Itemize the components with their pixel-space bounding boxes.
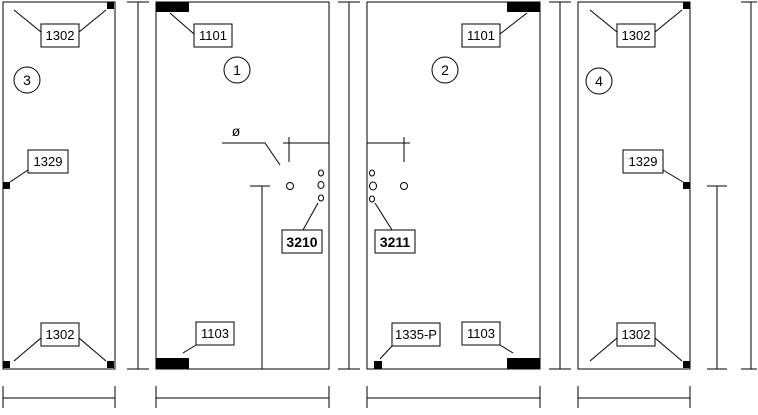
- panel-4-label-top: 1302: [622, 28, 651, 43]
- panel-2-bottom-hinge-plate: [507, 358, 540, 369]
- panel-2-leader-bottom-left: [379, 345, 393, 360]
- panel-1-hole-small-top: [318, 169, 324, 177]
- panel-4-leader-bottom-right: [654, 337, 683, 362]
- panel-1-label-box-top: [193, 23, 233, 48]
- panel-2-code-leader: [374, 202, 393, 231]
- panel-3-label-bottom: 1302: [46, 327, 75, 342]
- panel-4-marker: 4: [595, 73, 603, 89]
- panel-4-leader-middle: [662, 169, 684, 183]
- height-dimension-2: [338, 1, 360, 370]
- panel-1-code-box: [281, 229, 323, 254]
- panel-1-leader-bottom: [182, 344, 197, 354]
- panel-1-marker-circle: [223, 56, 251, 84]
- panel-1-top-hinge-plate: [156, 2, 189, 12]
- panel-3-label-middle: 1329: [34, 154, 63, 169]
- panel-4-label-box-middle: [622, 149, 664, 174]
- panel-3-leader-middle: [9, 169, 29, 183]
- panel-3-leader-top-left: [13, 9, 42, 33]
- panel-1-bottom-hinge-plate: [156, 358, 189, 369]
- panel-2-hole-small-top: [369, 169, 375, 177]
- panel-1-hole-small-middle: [317, 181, 325, 189]
- panel-1-label-bottom: 1103: [201, 326, 229, 341]
- height-dimension-1: [127, 1, 149, 370]
- height-dimension-4: [741, 1, 757, 370]
- panel-4-corner-fitting-bottom-right: [683, 361, 690, 368]
- panel-1-marker: 1: [233, 62, 241, 78]
- panel-3-outline: [2, 1, 116, 370]
- panel-4-leader-top-left: [589, 9, 618, 33]
- panel-2-label-box-bottom-right: [461, 321, 501, 346]
- panel-3-hinge-fitting: [3, 182, 10, 189]
- panel-2-leader-top: [499, 12, 528, 35]
- panel-4-hinge-height-dimension: [707, 185, 727, 370]
- panel-3-corner-fitting-top: [107, 2, 114, 9]
- panel-2-label-box-top: [461, 23, 501, 48]
- panel-4: 1302 4 1329 1302: [577, 1, 691, 408]
- panel-4-corner-fitting-top-right: [683, 2, 690, 9]
- panel-1-code: 3210: [286, 234, 317, 250]
- panel-1: 1101 1 ø 3210 1103: [155, 1, 330, 408]
- panel-1-diameter-symbol: ø: [232, 123, 241, 139]
- height-dimension-3: [549, 1, 571, 370]
- panel-4-label-box-top: [616, 23, 656, 48]
- panel-2-marker-circle: [431, 56, 459, 84]
- panel-2-hole-small-middle: [369, 181, 377, 191]
- panel-3-label-top: 1302: [46, 28, 75, 43]
- panel-2-code: 3211: [380, 234, 411, 250]
- panel-4-label-bottom: 1302: [622, 327, 651, 342]
- panel-2-hole-large: [400, 182, 408, 190]
- panel-3-label-box-middle: [27, 149, 69, 174]
- panel-2-label-bottom-left: 1335-P: [395, 327, 437, 342]
- panel-2-label-box-bottom-left: [391, 322, 441, 347]
- panel-4-leader-top-right: [654, 9, 683, 33]
- panel-3-corner-fitting-bottom-right: [107, 361, 114, 368]
- panel-1-code-leader: [302, 202, 319, 231]
- panel-4-label-middle: 1329: [629, 154, 658, 169]
- panel-3: 1302 3 1329 1302: [2, 1, 116, 408]
- panel-2-code-box: [374, 229, 416, 254]
- panel-2-bottom-fitting: [374, 361, 382, 369]
- panel-1-label-top: 1101: [199, 28, 227, 43]
- panel-3-marker-circle: [13, 66, 41, 94]
- panel-2-marker: 2: [441, 62, 449, 78]
- panel-1-hole-small-bottom: [318, 194, 324, 202]
- panel-2-top-hinge-plate: [507, 2, 540, 12]
- panel-3-leader-bottom-left: [13, 337, 42, 362]
- panel-2-outline: [366, 1, 541, 370]
- panel-1-label-box-bottom: [195, 321, 235, 346]
- panel-1-leader-top: [169, 12, 195, 35]
- panel-2: 1101 2 3211 1335-P 1103: [366, 1, 541, 408]
- panel-1-diameter-leader: [222, 142, 281, 166]
- panel-4-leader-bottom-left: [589, 337, 618, 362]
- panel-3-corner-fitting-bottom-left: [3, 361, 10, 368]
- panel-3-marker: 3: [23, 72, 31, 88]
- panel-4-hinge-fitting: [683, 182, 690, 189]
- panel-2-hole-small-bottom: [369, 195, 375, 203]
- panel-3-label-box-bottom: [40, 322, 80, 347]
- panel-3-leader-top-right: [78, 9, 107, 33]
- panel-3-label-box-top: [40, 23, 80, 48]
- panel-2-label-bottom-right: 1103: [467, 326, 495, 341]
- panel-4-marker-circle: [585, 67, 613, 95]
- panel-1-outline: [155, 1, 330, 370]
- panel-2-label-top: 1101: [467, 28, 495, 43]
- panel-4-outline: [577, 1, 691, 370]
- panel-2-leader-bottom-right: [499, 344, 514, 354]
- panel-4-label-box-bottom: [616, 322, 656, 347]
- panel-1-hole-large: [286, 182, 294, 190]
- panel-3-leader-bottom-right: [78, 337, 107, 362]
